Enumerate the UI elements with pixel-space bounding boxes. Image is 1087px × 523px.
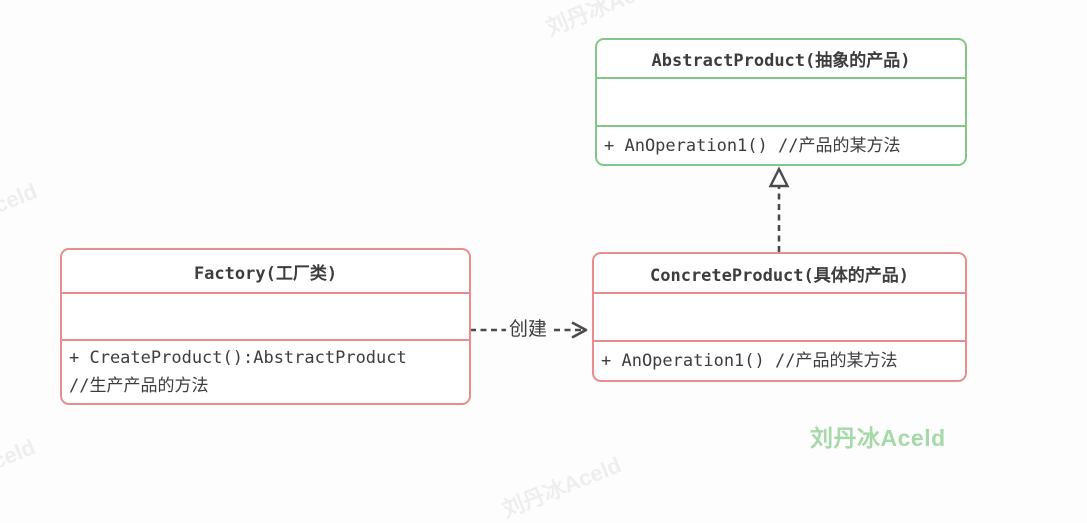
class-box-abstract-product: AbstractProduct(抽象的产品) + AnOperation1() … bbox=[595, 38, 967, 166]
faint-watermark: 刘丹冰Aceld bbox=[542, 0, 669, 41]
faint-watermark: 刘丹冰Aceld bbox=[0, 178, 41, 249]
faint-watermark: 刘丹冰Aceld bbox=[498, 452, 625, 523]
class-title: AbstractProduct(抽象的产品) bbox=[651, 51, 911, 71]
faint-watermark: 刘丹冰Aceld bbox=[0, 434, 39, 505]
method-line: + CreateProduct():AbstractProduct bbox=[69, 348, 407, 368]
method-line: + AnOperation1() //产品的某方法 bbox=[601, 351, 898, 371]
method-line: //生产产品的方法 bbox=[69, 376, 209, 396]
class-attributes-empty bbox=[62, 292, 469, 339]
class-title: Factory(工厂类) bbox=[193, 263, 338, 284]
hollow-triangle-arrowhead-icon bbox=[768, 166, 790, 188]
class-methods: + CreateProduct():AbstractProduct //生产产品… bbox=[62, 339, 469, 403]
class-methods: + AnOperation1() //产品的某方法 bbox=[597, 125, 965, 164]
author-signature-watermark: 刘丹冰Aceld bbox=[810, 425, 946, 451]
class-attributes-empty bbox=[594, 292, 965, 340]
create-arrow-label: 创建 bbox=[506, 317, 551, 342]
class-box-concrete-product: ConcreteProduct(具体的产品) + AnOperation1() … bbox=[592, 252, 967, 382]
open-arrowhead-icon bbox=[571, 321, 588, 339]
class-attributes-empty bbox=[597, 77, 965, 125]
method-line: + AnOperation1() //产品的某方法 bbox=[604, 135, 901, 156]
class-methods: + AnOperation1() //产品的某方法 bbox=[594, 340, 965, 380]
class-box-factory: Factory(工厂类) + CreateProduct():AbstractP… bbox=[60, 248, 471, 405]
class-title: ConcreteProduct(具体的产品) bbox=[650, 265, 909, 286]
